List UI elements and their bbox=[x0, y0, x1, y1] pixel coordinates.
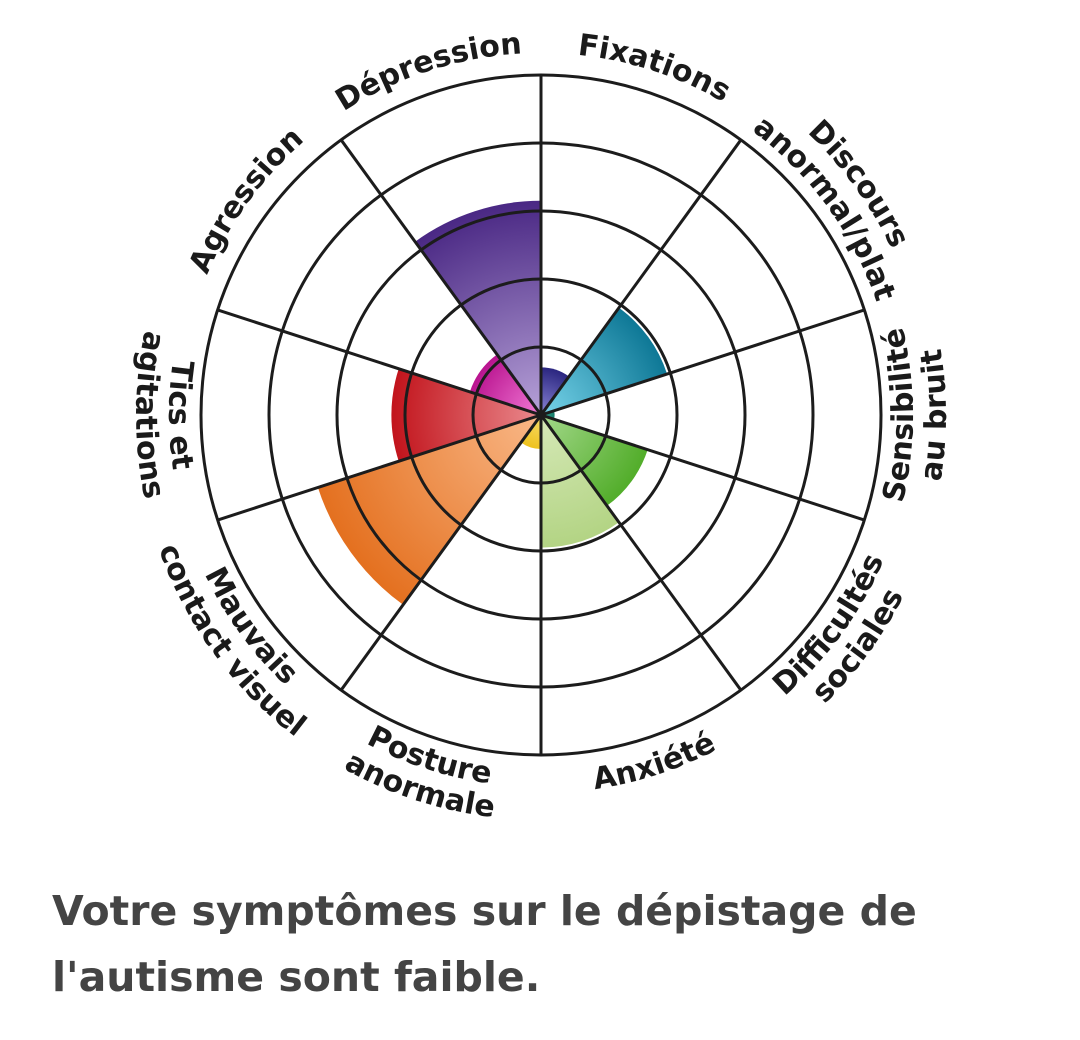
grid-spoke bbox=[539, 139, 743, 416]
sector-3 bbox=[541, 415, 648, 506]
autism-symptom-polar-chart: FixationsDiscoursanormal/platSensibilité… bbox=[128, 26, 954, 825]
grid-spoke bbox=[339, 414, 543, 691]
grid-spoke bbox=[540, 308, 865, 417]
category-label: Fixations bbox=[576, 28, 736, 109]
category-label: au bruit bbox=[914, 347, 954, 483]
grid-spoke bbox=[217, 413, 542, 522]
grid-spoke bbox=[540, 413, 865, 522]
center-dot bbox=[537, 411, 545, 419]
sector-9 bbox=[415, 200, 541, 415]
grid-spoke bbox=[339, 139, 543, 416]
grid-spoke bbox=[217, 308, 542, 417]
sector-7 bbox=[391, 368, 541, 462]
sector-1 bbox=[541, 307, 668, 415]
sector-4 bbox=[541, 415, 619, 548]
category-label: Tics et bbox=[161, 358, 200, 471]
sector-6 bbox=[317, 415, 541, 605]
grid-spoke bbox=[539, 414, 743, 691]
category-label: Dépression bbox=[330, 26, 523, 118]
category-label: Agression bbox=[182, 121, 310, 279]
result-text: Votre symptômes sur le dépistage de l'au… bbox=[52, 887, 917, 1001]
sector-8 bbox=[469, 354, 541, 415]
